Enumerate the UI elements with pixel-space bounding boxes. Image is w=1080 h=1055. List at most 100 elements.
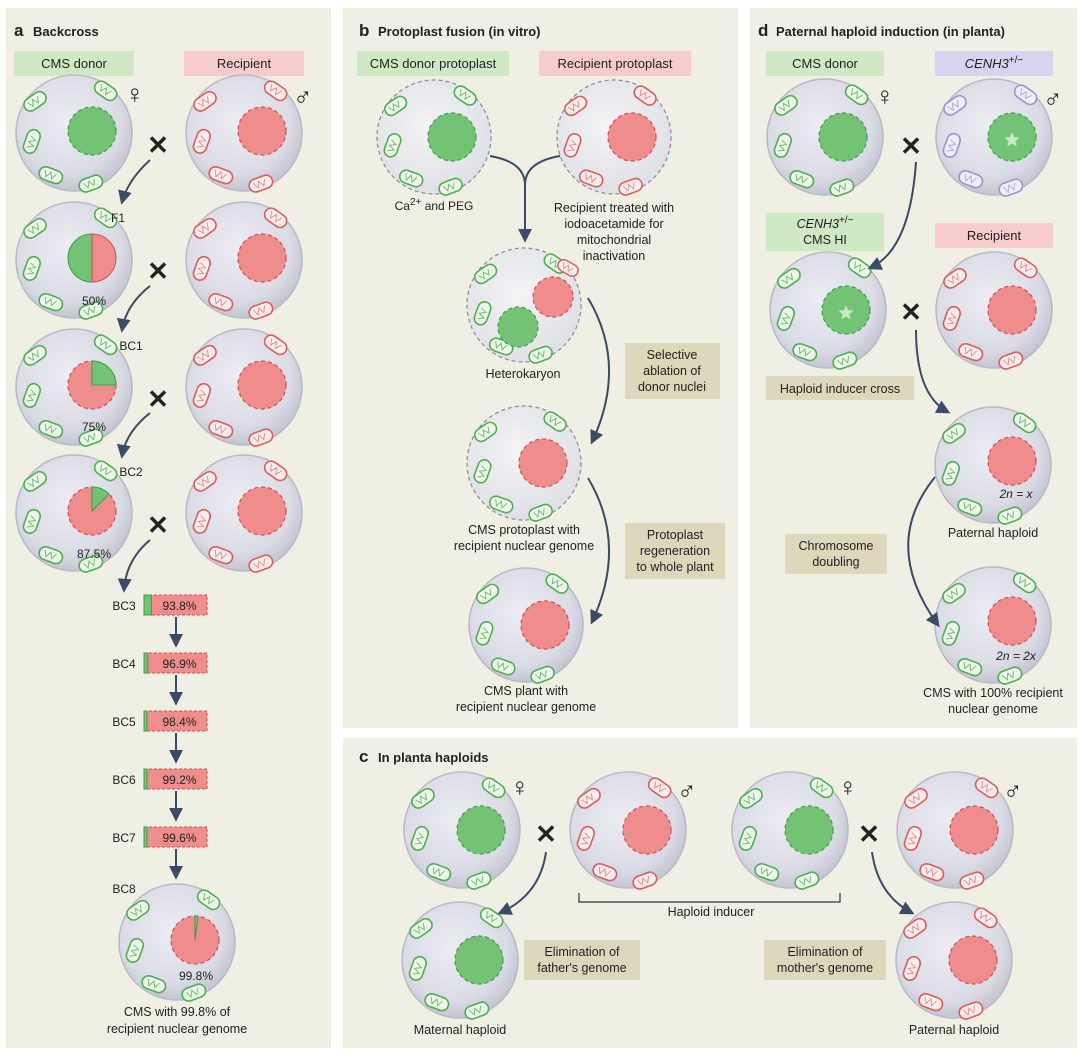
c-elim-father-1: Elimination of: [544, 945, 620, 959]
panel-d-letter: d: [758, 21, 768, 40]
b-donor-label: CMS donor protoplast: [370, 56, 497, 71]
d-cross-2: ✕: [900, 297, 922, 327]
d-male-symbol: ♂: [1043, 84, 1063, 114]
a-bc1-nucleus: [67, 360, 117, 410]
d-inducer-cross: Haploid inducer cross: [780, 382, 900, 396]
d-doubling-bg: [785, 534, 887, 574]
d-donor-label-bg: [766, 51, 884, 76]
d-inducer-cross-bg: [766, 376, 914, 400]
nucleus-donor-part: [91, 486, 110, 513]
a-arrow-4: [117, 539, 151, 593]
a-arrow-1: [118, 159, 151, 205]
bar-pct-label: 99.2%: [162, 773, 196, 787]
d-recipient-nucleus: [987, 285, 1037, 335]
bar-donor-fill: [143, 768, 148, 790]
d-doubling-1: Chromosome: [798, 539, 873, 553]
c-female-nucleus-1: [456, 805, 506, 855]
b-cms-plant-2: recipient nuclear genome: [456, 700, 596, 714]
b-arrow-1: [587, 297, 611, 445]
nucleus-recipient-half: [91, 233, 117, 283]
b-donor-label-bg: [357, 51, 509, 76]
d-female-symbol: ♀: [875, 81, 895, 111]
b-cms-protoplast-1: CMS protoplast with: [468, 523, 580, 537]
a-final-line2: recipient nuclear genome: [107, 1022, 247, 1036]
a-gen-f1: F1: [111, 211, 125, 225]
a-recipient-nucleus-4: [237, 486, 287, 536]
b-recipient-treat-3: mitochondrial: [577, 233, 651, 247]
panel-c-title: In planta haploids: [378, 750, 489, 765]
a-recipient-nucleus: [237, 106, 287, 156]
cenh3-star-icon: [1004, 132, 1020, 147]
cenh3-star-icon: [838, 305, 854, 320]
a-recipient-label-bg: [184, 51, 304, 76]
c-inducer-bracket: [578, 893, 841, 903]
a-arrow-3: [116, 412, 151, 459]
panel-a-title: Backcross: [33, 24, 99, 39]
d-paternal-haploid: Paternal haploid: [948, 526, 1038, 540]
bar-row-bc7: BC7 99.6%: [112, 826, 208, 880]
b-recipient-nucleus: [607, 112, 657, 162]
b-note-2-line2: regeneration: [640, 544, 710, 558]
b-note-2-bg: [625, 523, 725, 579]
c-female-symbol-2: ♀: [838, 772, 858, 802]
b-heterokaryon-recipient-nucleus: [532, 276, 574, 318]
c-arrow-2: [871, 851, 915, 915]
bar-pct-label: 98.4%: [162, 715, 196, 729]
panel-b-letter: b: [359, 21, 369, 40]
d-ploidy-haploid: 2n = x: [998, 487, 1033, 501]
nucleus-donor-part: [194, 915, 199, 941]
a-final-line1: CMS with 99.8% of: [124, 1005, 231, 1019]
b-heterokaryon: Heterokaryon: [485, 367, 560, 381]
bar-gen-label: BC4: [112, 657, 136, 671]
bar-gen-label: BC5: [112, 715, 136, 729]
bar-pct-label: 99.6%: [162, 831, 196, 845]
c-haploid-inducer: Haploid inducer: [668, 905, 755, 919]
b-note-1-line1: Selective: [647, 348, 698, 362]
a-bc8-nucleus: [170, 915, 220, 965]
bar-donor-fill: [143, 594, 152, 616]
panel-a-letter: a: [14, 21, 24, 40]
a-pct-bc1: 75%: [82, 420, 106, 434]
d-arrow-3: [907, 476, 940, 628]
b-cms-plant-1: CMS plant with: [484, 684, 568, 698]
a-pct-bc8: 99.8%: [179, 969, 213, 983]
a-f1-nucleus: [67, 233, 117, 283]
d-cross-1: ✕: [900, 131, 922, 161]
b-recipient-treat-1: Recipient treated with: [554, 201, 674, 215]
c-arrow-1: [497, 851, 547, 915]
d-ploidy-doubled: 2n = 2x: [995, 649, 1037, 663]
c-cross-1: ✕: [535, 819, 557, 849]
c-elim-father-2: father's genome: [537, 961, 626, 975]
a-gen-bc2: BC2: [119, 465, 143, 479]
b-ca-peg: Ca2+ and PEG: [395, 197, 474, 213]
a-female-symbol: ♀: [125, 79, 145, 109]
d-doubling-2: doubling: [812, 555, 859, 569]
d-final-1: CMS with 100% recipient: [923, 686, 1063, 700]
a-recipient-label: Recipient: [217, 56, 272, 71]
b-cms-protoplast-nucleus: [518, 438, 568, 488]
b-recipient-label: Recipient protoplast: [558, 56, 673, 71]
d-cenh3-label-bg: [935, 51, 1053, 76]
a-gen-bc1: BC1: [119, 339, 143, 353]
c-elim-mother-2: mother's genome: [777, 961, 873, 975]
b-arrow-2: [587, 477, 611, 625]
d-paternal-haploid-nucleus: [987, 436, 1037, 486]
a-recipient-nucleus-3: [237, 360, 287, 410]
d-arrow-1: [867, 161, 917, 270]
c-female-nucleus-2: [784, 805, 834, 855]
panel-b-title: Protoplast fusion (in vitro): [378, 24, 541, 39]
bar-gen-label: BC7: [112, 831, 136, 845]
d-recipient-label-bg: [935, 223, 1053, 248]
a-recipient-nucleus-2: [237, 233, 287, 283]
a-cross-1: ✕: [147, 130, 169, 160]
b-note-2-line3: to whole plant: [636, 560, 714, 574]
c-female-symbol-1: ♀: [510, 772, 530, 802]
c-male-symbol-2: ♂: [1003, 776, 1023, 806]
nucleus-donor-part: [91, 360, 117, 386]
bar-donor-fill: [143, 710, 148, 732]
bar-donor-fill: [143, 826, 148, 848]
a-donor-nucleus: [67, 106, 117, 156]
